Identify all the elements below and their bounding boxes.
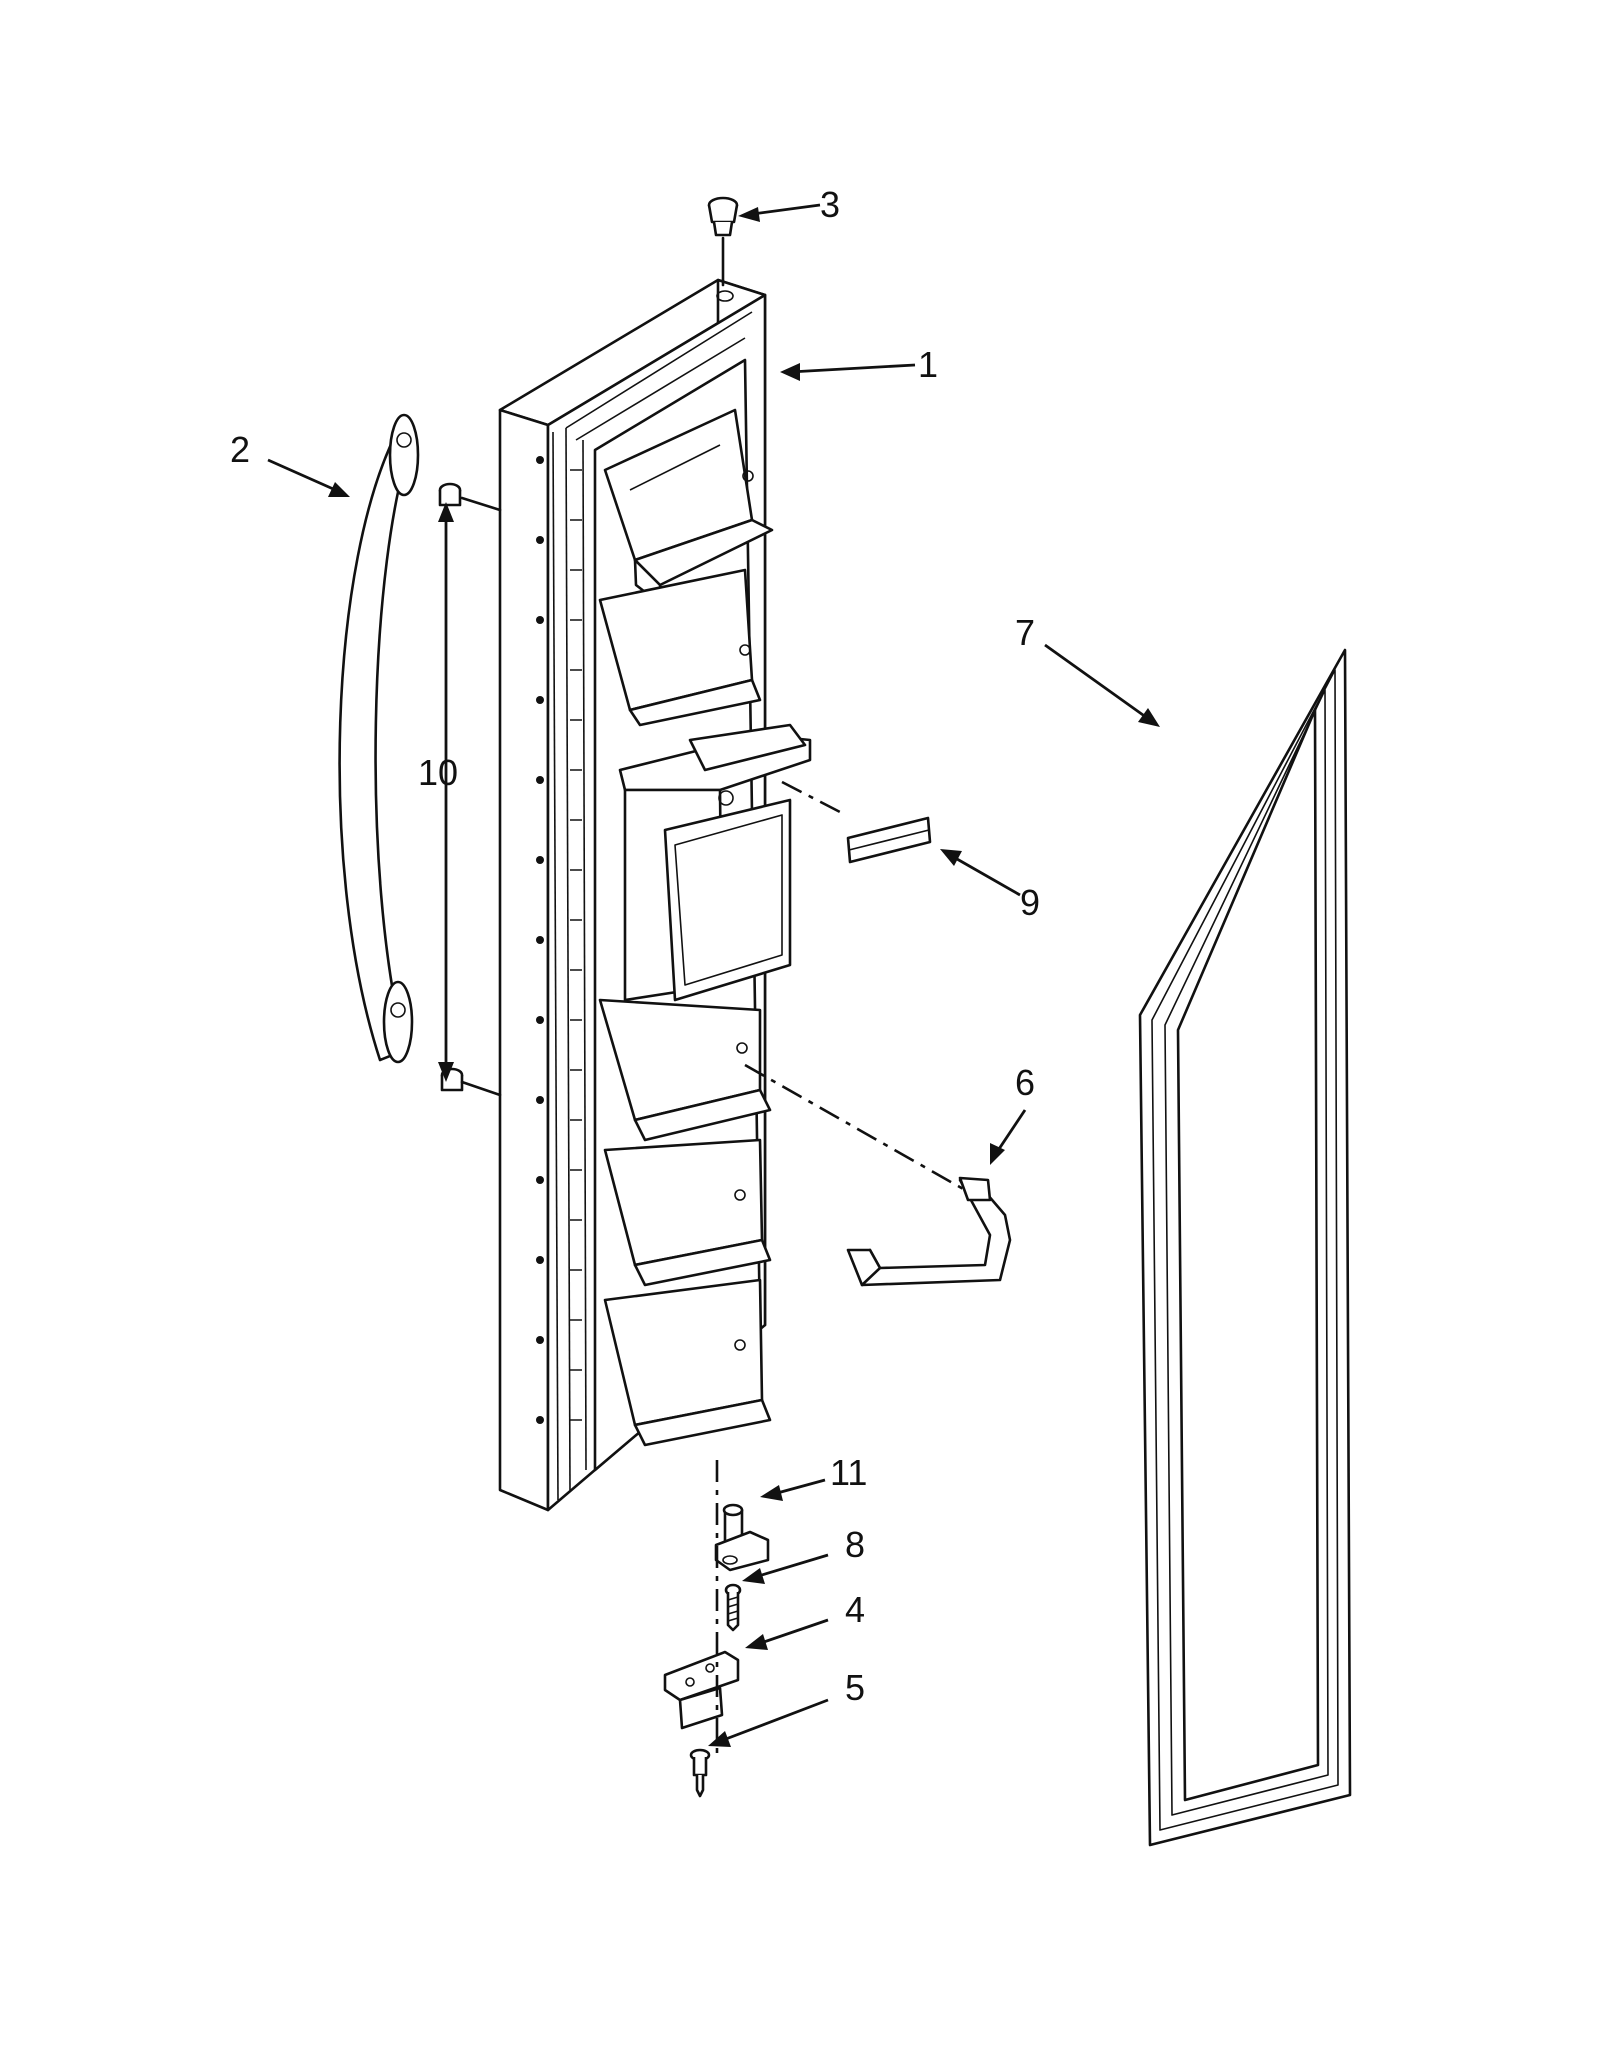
callout-arrows [267,203,1160,1747]
callout-7: 8 [845,1524,865,1565]
handle-stud-top [438,482,462,507]
fourth-door-bin [603,1138,772,1287]
callout-8: 7 [1015,612,1035,653]
callout-3: 3 [820,184,840,225]
callout-4: 4 [845,1589,865,1630]
hinge-bracket [663,1650,740,1730]
door-plug [707,196,739,287]
callout-6: 6 [1015,1062,1035,1103]
callout-10-arrow [438,502,454,1082]
callout-9: 9 [1020,882,1040,923]
door-fastener-dots [536,456,544,1424]
bottom-door-bin [603,1278,772,1447]
door-handle [338,413,420,1064]
door-gasket [1138,648,1352,1847]
hinge-screw-5 [689,1748,711,1798]
door-bin-part [846,1176,1012,1287]
callout-2: 2 [230,429,250,470]
third-door-bin [598,998,772,1142]
callout-10: 10 [418,752,458,793]
hinge-screw-7 [724,1583,742,1632]
second-door-bin [598,568,762,727]
callout-11: 11 [830,1452,867,1493]
hinge-pin [714,1503,770,1572]
callout-5: 5 [845,1667,865,1708]
dispenser-trim-strip [846,816,932,864]
refrigerator-door [498,278,812,1512]
dispenser-housing [618,723,812,1002]
callout-1: 1 [918,344,938,385]
